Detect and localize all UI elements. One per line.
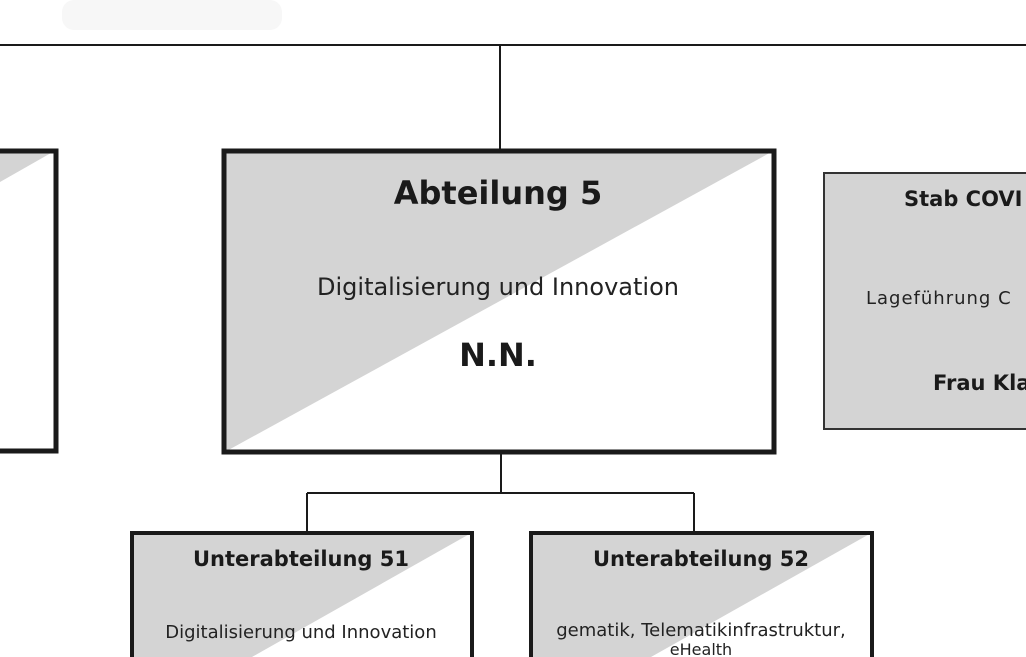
org-box-abteilung-5[interactable]: Abteilung 5 Digitalisierung und Innovati… — [221, 148, 777, 455]
stab-title: Stab COVI — [904, 187, 1022, 211]
org-box-unterabteilung-52[interactable]: Unterabteilung 52 gematik, Telematikinfr… — [529, 531, 874, 657]
abteilung-description: Digitalisierung und Innovation — [317, 273, 679, 301]
ua52-description-line2: eHealth — [670, 640, 732, 657]
stab-head: Frau Kla — [933, 371, 1026, 395]
ua52-description-line1: gematik, Telematikinfrastruktur, — [556, 620, 846, 641]
blurred-overlay — [62, 0, 282, 30]
connector-lines — [0, 44, 1026, 531]
org-box-left-partial[interactable] — [0, 148, 59, 454]
stab-description: Lageführung C — [866, 288, 1012, 309]
org-box-unterabteilung-51[interactable]: Unterabteilung 51 Digitalisierung und In… — [130, 531, 474, 657]
ua52-title: Unterabteilung 52 — [593, 547, 809, 571]
ua51-description: Digitalisierung und Innovation — [165, 622, 436, 643]
abteilung-head: N.N. — [459, 336, 537, 374]
ua51-title: Unterabteilung 51 — [193, 547, 409, 571]
org-box-stab[interactable]: Stab COVI Lageführung C Frau Kla — [823, 172, 1026, 430]
abteilung-title: Abteilung 5 — [394, 174, 602, 212]
